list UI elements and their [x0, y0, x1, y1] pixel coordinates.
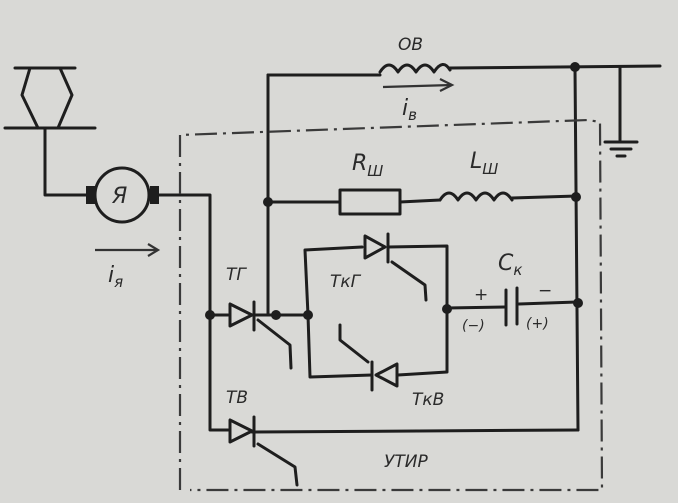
thyristor-tkg [363, 232, 428, 302]
shunt-inductor-label: LШ [470, 149, 498, 178]
capacitor-ck [504, 286, 519, 327]
junction-nodes [205, 62, 583, 320]
cap-minus-label: − [538, 281, 552, 301]
capacitor-label: Cк [498, 251, 522, 279]
ground-icon [603, 140, 639, 158]
field-current-label: iв [402, 96, 417, 124]
shunt-resistor-label: RШ [352, 151, 383, 180]
cap-minus-alt-label: (+) [526, 316, 549, 332]
utir-boundary [178, 118, 604, 492]
armature-current-arrow [95, 243, 161, 257]
thyristor-tkg-label: ТкГ [330, 272, 362, 292]
thyristor-tv-label: ТВ [226, 388, 248, 408]
armature-current-label: iя [108, 263, 123, 291]
cap-plus-alt-label: (−) [462, 318, 485, 334]
cap-plus-label: + [474, 285, 488, 305]
motor-armature: Я [86, 166, 159, 224]
thyristor-tg [228, 300, 293, 370]
shunt-resistor [338, 188, 402, 216]
field-winding-label: ОВ [398, 35, 423, 55]
pantograph-symbol [3, 66, 97, 197]
motor-label: Я [111, 184, 127, 209]
thyristor-tkv-label: ТкВ [412, 390, 444, 410]
field-current-arrow [382, 78, 455, 92]
thyristor-tkv [338, 323, 399, 392]
thyristor-tg-label: ТГ [226, 265, 247, 285]
thyristor-tv [228, 415, 299, 487]
utir-label: УТИР [384, 452, 428, 472]
